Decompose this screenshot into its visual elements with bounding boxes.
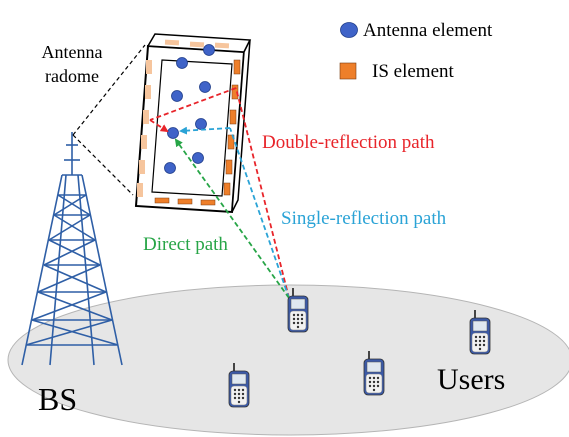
- zoom-line-bottom: [72, 134, 134, 196]
- legend-is-label: IS element: [372, 61, 455, 82]
- double-reflection-label: Double-reflection path: [262, 132, 435, 153]
- antenna-elements: [164, 44, 215, 174]
- cell-tower-icon: [21, 132, 123, 366]
- zoom-line-top: [72, 44, 146, 136]
- users-label: Users: [437, 363, 505, 396]
- direct-path: [174, 138, 290, 299]
- direct-path-label: Direct path: [143, 234, 228, 255]
- double-reflection-path: [149, 87, 290, 299]
- bs-label: BS: [38, 381, 77, 417]
- radome-label-line1: Antenna: [42, 42, 103, 62]
- legend: Antenna element IS element: [339, 20, 493, 82]
- ground-plane: [7, 284, 569, 436]
- single-reflection-path: [179, 126, 290, 299]
- radome-label-line2: radome: [45, 66, 99, 86]
- antenna-element-icon: [340, 22, 358, 38]
- antenna-radome: [134, 33, 252, 214]
- is-element-icon: [339, 62, 357, 80]
- legend-antenna-label: Antenna element: [363, 20, 493, 41]
- is-elements: [154, 59, 241, 206]
- single-reflection-label: Single-reflection path: [281, 208, 447, 229]
